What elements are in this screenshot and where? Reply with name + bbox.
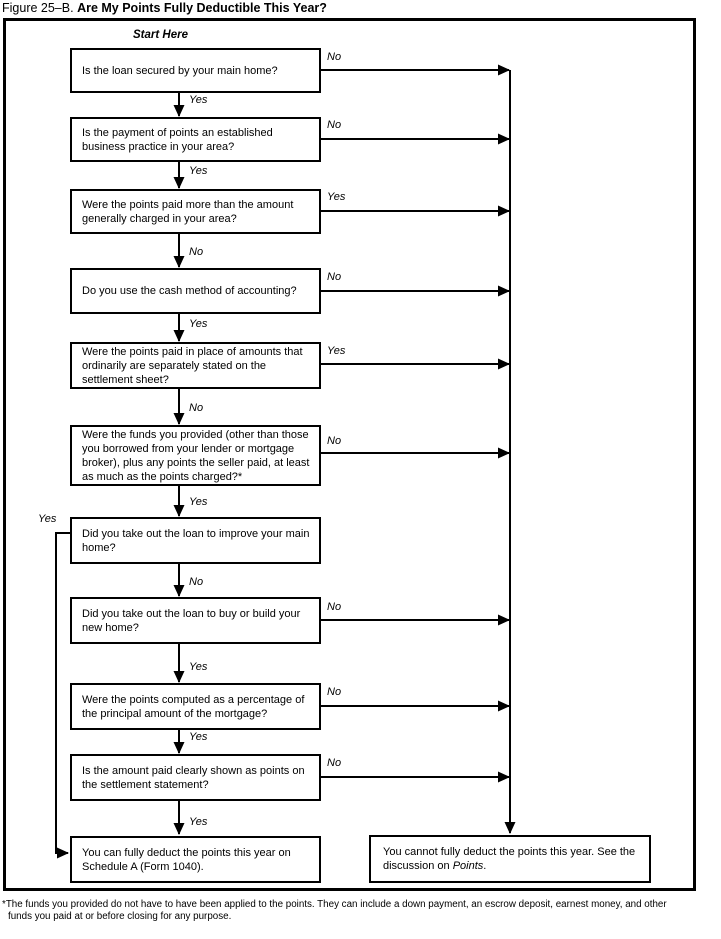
label-q9-right: No: [327, 686, 342, 698]
footnote-line1: *The funds you provided do not have to h…: [2, 899, 667, 910]
decision-box-clearly-shown: Is the amount paid clearly shown as poin…: [70, 754, 321, 801]
result-text-after: .: [483, 860, 487, 872]
decision-text: Do you use the cash method of accounting…: [82, 285, 297, 297]
footnote-line2: funds you paid at or before closing for …: [8, 911, 232, 922]
label-q5-down: No: [189, 402, 204, 414]
result-text-before: You cannot fully deduct the points this …: [383, 846, 636, 872]
decision-box-buy-build-home: Did you take out the loan to buy or buil…: [70, 597, 321, 644]
figure-title: Figure 25–B. Are My Points Fully Deducti…: [2, 1, 327, 15]
result-text: You cannot fully deduct the points this …: [383, 845, 643, 873]
label-q6-right: No: [327, 435, 342, 447]
figure-heading: Are My Points Fully Deductible This Year…: [77, 1, 327, 15]
decision-box-points-more-than-amount: Were the points paid more than the amoun…: [70, 189, 321, 234]
label-q10-right: No: [327, 757, 342, 769]
label-q7-down: No: [189, 576, 204, 588]
label-q2-down: Yes: [189, 165, 208, 177]
decision-text: Did you take out the loan to buy or buil…: [82, 607, 301, 634]
label-q2-right: No: [327, 119, 342, 131]
label-q1-right: No: [327, 51, 342, 63]
start-here-label: Start Here: [133, 29, 188, 41]
label-q8-down: Yes: [189, 661, 208, 673]
decision-box-percentage-principal: Were the points computed as a percentage…: [70, 683, 321, 730]
label-q3-right: Yes: [327, 191, 346, 203]
label-q5-right: Yes: [327, 345, 346, 357]
label-q3-down: No: [189, 246, 204, 258]
decision-text: Is the amount paid clearly shown as poin…: [82, 764, 305, 791]
decision-box-loan-secured: Is the loan secured by your main home?: [70, 48, 321, 93]
label-q4-down: Yes: [189, 318, 208, 330]
decision-box-points-in-place: Were the points paid in place of amounts…: [70, 342, 321, 389]
decision-text: Were the points computed as a percentage…: [82, 693, 305, 720]
result-text-italic: Points: [452, 860, 484, 872]
label-q1-down: Yes: [189, 94, 208, 106]
decision-box-funds-provided: Were the funds you provided (other than …: [70, 425, 321, 486]
decision-box-established-practice: Is the payment of points an established …: [70, 117, 321, 162]
figure-number: Figure 25–B.: [2, 1, 74, 15]
result-box-fully-deductible: You can fully deduct the points this yea…: [70, 836, 321, 883]
decision-box-cash-method: Do you use the cash method of accounting…: [70, 268, 321, 314]
result-box-not-fully-deductible: You cannot fully deduct the points this …: [369, 835, 651, 883]
decision-box-improve-home: Did you take out the loan to improve you…: [70, 517, 321, 564]
decision-text: Is the loan secured by your main home?: [82, 64, 278, 77]
label-q8-right: No: [327, 601, 342, 613]
label-q4-right: No: [327, 271, 342, 283]
decision-text: Is the payment of points an established …: [82, 126, 273, 153]
label-q7-left: Yes: [38, 513, 57, 525]
label-q10-down: Yes: [189, 816, 208, 828]
decision-text: Were the funds you provided (other than …: [82, 428, 310, 483]
decision-text: Were the points paid more than the amoun…: [82, 198, 294, 225]
decision-text: Were the points paid in place of amounts…: [82, 345, 303, 386]
label-q9-down: Yes: [189, 731, 208, 743]
result-text: You can fully deduct the points this yea…: [82, 846, 291, 873]
label-q6-down: Yes: [189, 496, 208, 508]
decision-text: Did you take out the loan to improve you…: [82, 527, 310, 554]
